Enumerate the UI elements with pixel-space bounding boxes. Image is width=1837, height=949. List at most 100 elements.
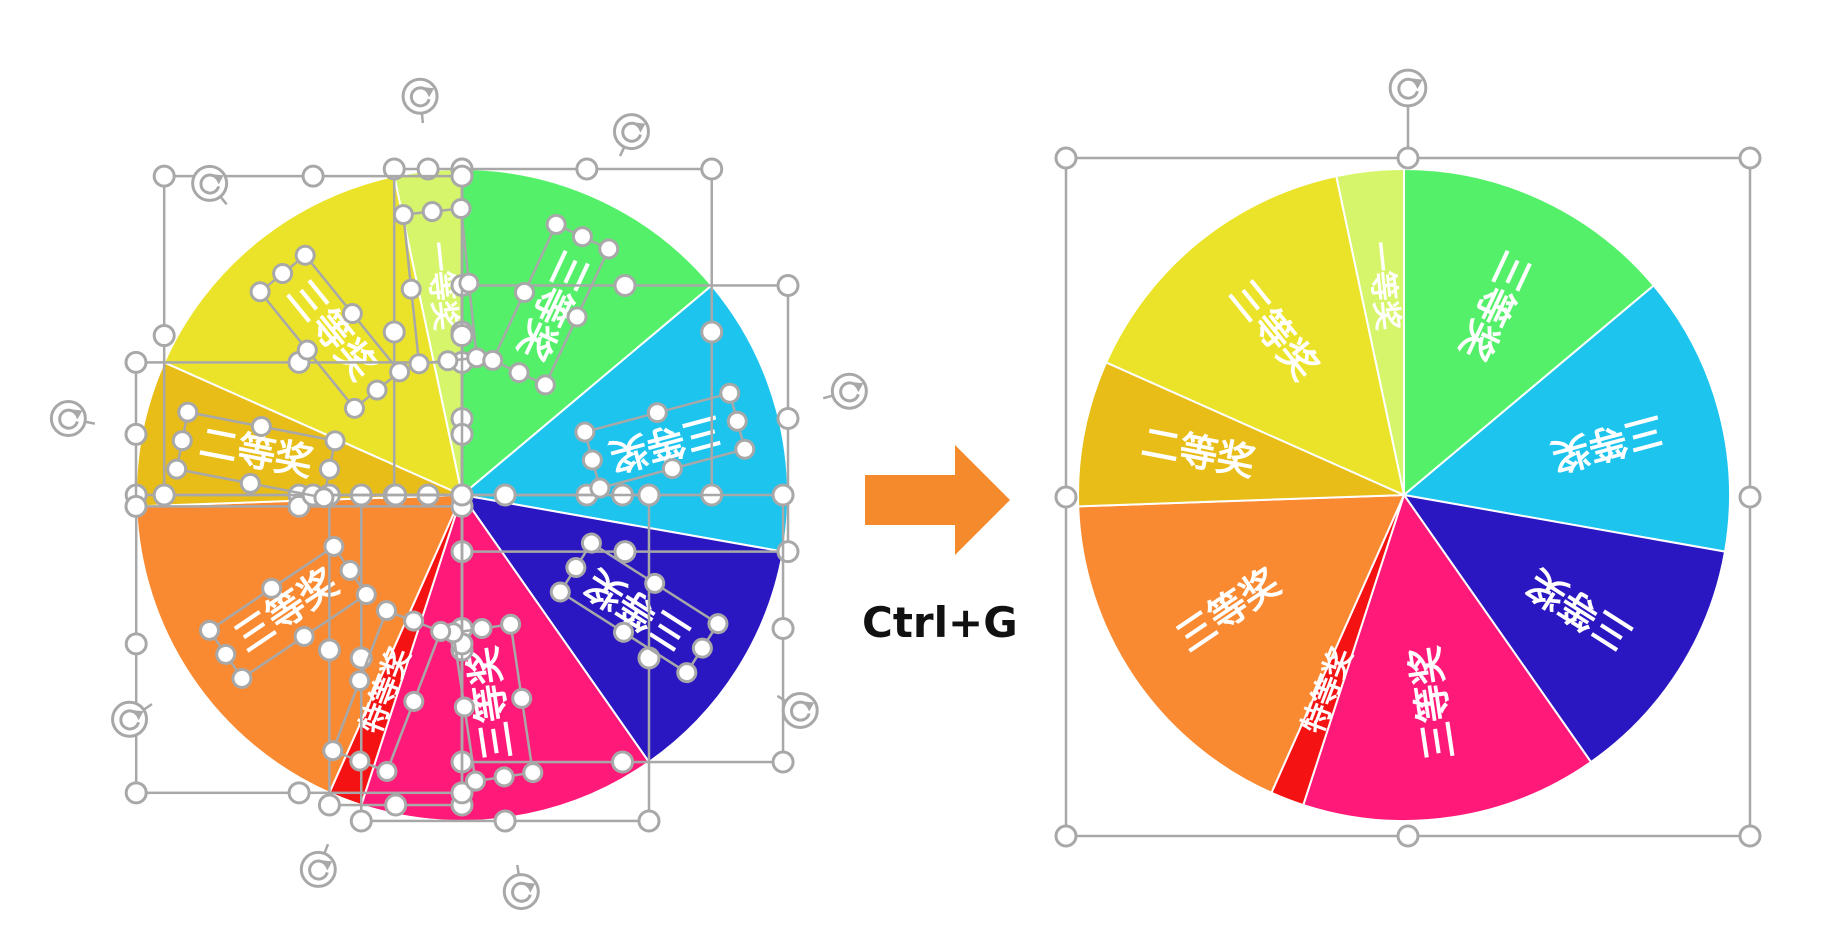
rotate-handle-icon[interactable] (781, 691, 819, 729)
resize-handle[interactable] (340, 301, 365, 326)
resize-handle[interactable] (776, 407, 800, 431)
resize-handle[interactable] (613, 273, 637, 297)
resize-handle[interactable] (511, 687, 533, 709)
rotate-handle-icon[interactable] (49, 399, 87, 437)
wheel-slice[interactable] (1401, 493, 1727, 764)
resize-handle[interactable] (364, 377, 389, 402)
resize-handle[interactable] (292, 624, 317, 649)
resize-handle[interactable] (771, 483, 795, 507)
resize-handle[interactable] (533, 373, 557, 397)
resize-handle[interactable] (637, 809, 661, 833)
resize-handle[interactable] (611, 750, 635, 774)
resize-handle[interactable] (229, 666, 254, 691)
resize-handle[interactable] (301, 164, 325, 188)
group-resize-handle[interactable] (1396, 146, 1420, 170)
resize-handle[interactable] (270, 261, 295, 286)
resize-handle[interactable] (719, 382, 741, 404)
resize-handle[interactable] (706, 611, 731, 636)
resize-handle[interactable] (321, 739, 344, 762)
resize-handle[interactable] (661, 458, 683, 480)
resize-handle[interactable] (152, 324, 176, 348)
wheel-slice[interactable] (1104, 174, 1406, 497)
rotate-handle-icon[interactable] (111, 700, 149, 738)
rotate-handle-icon[interactable] (401, 77, 439, 115)
group-resize-handle[interactable] (1738, 146, 1762, 170)
resize-handle[interactable] (392, 204, 414, 226)
resize-handle[interactable] (124, 781, 148, 805)
resize-handle[interactable] (152, 164, 176, 188)
resize-handle[interactable] (239, 472, 261, 494)
resize-handle[interactable] (637, 483, 661, 507)
resize-handle[interactable] (776, 273, 800, 297)
resize-handle[interactable] (124, 494, 148, 518)
resize-handle[interactable] (177, 401, 199, 423)
rotate-handle-icon[interactable] (191, 164, 229, 202)
resize-handle[interactable] (481, 348, 505, 372)
resize-handle[interactable] (458, 272, 480, 294)
resize-handle[interactable] (464, 770, 486, 792)
rotate-handle-icon[interactable] (1388, 68, 1428, 108)
resize-handle[interactable] (247, 279, 272, 304)
label-textbox[interactable] (321, 599, 452, 783)
resize-handle[interactable] (382, 157, 406, 181)
label-textbox[interactable] (442, 613, 544, 792)
resize-handle[interactable] (313, 487, 335, 509)
resize-handle[interactable] (338, 558, 363, 583)
resize-handle[interactable] (317, 793, 341, 817)
resize-handle[interactable] (354, 582, 379, 607)
resize-handle[interactable] (579, 531, 604, 556)
resize-handle[interactable] (293, 243, 318, 268)
resize-handle[interactable] (453, 696, 475, 718)
group-resize-handle[interactable] (1054, 485, 1078, 509)
label-textbox[interactable] (166, 401, 346, 509)
resize-handle[interactable] (674, 660, 699, 685)
resize-handle[interactable] (171, 430, 193, 452)
resize-handle[interactable] (493, 483, 517, 507)
resize-handle[interactable] (493, 766, 515, 788)
resize-handle[interactable] (570, 225, 594, 249)
resize-handle[interactable] (152, 483, 176, 507)
resize-handle[interactable] (384, 793, 408, 817)
resize-handle[interactable] (690, 636, 715, 661)
resize-handle[interactable] (500, 613, 522, 635)
resize-handle[interactable] (522, 762, 544, 784)
resize-handle[interactable] (421, 201, 443, 223)
resize-handle[interactable] (450, 781, 474, 805)
group-resize-handle[interactable] (1054, 824, 1078, 848)
resize-handle[interactable] (575, 157, 599, 181)
group-resize-handle[interactable] (1738, 824, 1762, 848)
resize-handle[interactable] (450, 164, 474, 188)
resize-handle[interactable] (471, 618, 493, 640)
resize-handle[interactable] (259, 576, 284, 601)
resize-handle[interactable] (548, 580, 573, 605)
resize-handle[interactable] (642, 571, 667, 596)
label-textbox[interactable] (574, 382, 756, 499)
resize-handle[interactable] (400, 278, 422, 300)
resize-handle[interactable] (726, 410, 748, 432)
resize-handle[interactable] (574, 421, 596, 443)
resize-handle[interactable] (429, 620, 452, 643)
resize-handle[interactable] (771, 750, 795, 774)
resize-handle[interactable] (597, 237, 621, 261)
resize-handle[interactable] (342, 396, 367, 421)
resize-handle[interactable] (507, 361, 531, 385)
wheel-slice[interactable] (162, 174, 464, 497)
resize-handle[interactable] (382, 320, 406, 344)
resize-handle[interactable] (613, 540, 637, 564)
rotate-handle-icon[interactable] (612, 113, 650, 151)
wheel-slice[interactable] (1403, 167, 1656, 498)
resize-handle[interactable] (402, 609, 425, 632)
resize-handle[interactable] (589, 477, 611, 499)
resize-handle[interactable] (544, 212, 568, 236)
rotate-handle-icon[interactable] (502, 873, 540, 911)
resize-handle[interactable] (349, 809, 373, 833)
resize-handle[interactable] (565, 305, 589, 329)
resize-handle[interactable] (700, 320, 724, 344)
resize-handle[interactable] (124, 422, 148, 446)
wheel-slice[interactable] (1401, 284, 1731, 553)
rotate-handle-icon[interactable] (299, 850, 337, 888)
resize-handle[interactable] (408, 353, 430, 375)
resize-handle[interactable] (287, 781, 311, 805)
